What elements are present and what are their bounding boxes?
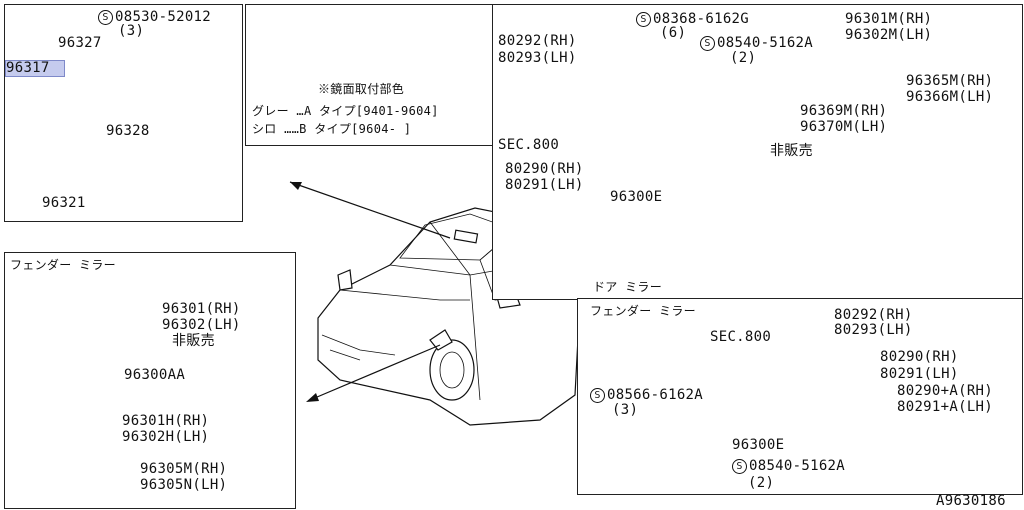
part-96305n-lh: 96305N(LH): [140, 477, 228, 493]
fender-screw-1-qty: (3): [612, 402, 639, 418]
part-80292-rh: 80292(RH): [498, 33, 577, 49]
fender-mirror-panel: [4, 252, 296, 509]
part-96301h-rh: 96301H(RH): [122, 413, 210, 429]
screw-symbol: S: [700, 36, 715, 51]
screw-symbol: S: [98, 10, 113, 25]
part-80290-rh-fender: 80290(RH): [880, 349, 959, 365]
color-white-type-b: シロ ……B タイプ[9604- ]: [252, 122, 412, 136]
door-screw-2-part: 08540-5162A: [717, 35, 814, 51]
door-screw-1-qty: (6): [660, 25, 687, 41]
part-96317[interactable]: 96317: [5, 60, 65, 77]
fender-finisher-panel: [577, 298, 1023, 495]
mirror-color-note: ※鏡面取付部色: [318, 82, 405, 96]
part-80290a-rh: 80290+A(RH): [897, 383, 994, 399]
fender-screw-1-part: 08566-6162A: [607, 387, 704, 403]
fender-screw-2-qty: (2): [748, 475, 775, 491]
part-96300aa: 96300AA: [124, 367, 186, 383]
not-sold-label-fender: 非販売: [172, 333, 215, 349]
section-800-ref-fender: SEC.800: [710, 329, 772, 345]
section-800-ref: SEC.800: [498, 137, 560, 153]
part-96300e: 96300E: [610, 189, 663, 205]
diagram-code: A9630186: [936, 493, 1006, 509]
screw-symbol: S: [732, 459, 747, 474]
screw-quantity: (3): [118, 23, 145, 39]
part-96321: 96321: [42, 195, 86, 211]
rear-view-mirror-panel: [4, 4, 243, 222]
part-80293-lh-fender: 80293(LH): [834, 322, 913, 338]
part-96365m-rh: 96365M(RH): [906, 73, 994, 89]
part-96369m-rh: 96369M(RH): [800, 103, 888, 119]
screw-part-number: 08530-52012: [115, 9, 212, 25]
part-96366m-lh: 96366M(LH): [906, 89, 994, 105]
door-mirror-caption: ドア ミラー: [593, 280, 663, 294]
part-96328: 96328: [106, 123, 150, 139]
part-80293-lh: 80293(LH): [498, 50, 577, 66]
fender-finisher-title: フェンダー ミラー: [590, 304, 696, 318]
part-96305m-rh: 96305M(RH): [140, 461, 228, 477]
part-96302-lh: 96302(LH): [162, 317, 241, 333]
part-96300e-fender: 96300E: [732, 437, 785, 453]
fender-mirror-title: フェンダー ミラー: [10, 258, 116, 272]
part-80291-lh-fender: 80291(LH): [880, 366, 959, 382]
part-96301m-rh: 96301M(RH): [845, 11, 933, 27]
part-96327: 96327: [58, 35, 102, 51]
part-80292-rh-fender: 80292(RH): [834, 307, 913, 323]
fender-screw-2-part: 08540-5162A: [749, 458, 846, 474]
color-gray-type-a: グレー …A タイプ[9401-9604]: [252, 104, 439, 118]
not-sold-label: 非販売: [770, 143, 813, 159]
screw-symbol: S: [590, 388, 605, 403]
part-96302m-lh: 96302M(LH): [845, 27, 933, 43]
part-80291a-lh: 80291+A(LH): [897, 399, 994, 415]
part-96301-rh: 96301(RH): [162, 301, 241, 317]
door-mirror-panel: [492, 4, 1023, 300]
part-80291-lh: 80291(LH): [505, 177, 584, 193]
part-96302h-lh: 96302H(LH): [122, 429, 210, 445]
door-screw-2-qty: (2): [730, 50, 757, 66]
part-80290-rh: 80290(RH): [505, 161, 584, 177]
door-screw-1-part: 08368-6162G: [653, 11, 750, 27]
mirror-color-note-panel: [245, 4, 494, 146]
screw-symbol: S: [636, 12, 651, 27]
part-96370m-lh: 96370M(LH): [800, 119, 888, 135]
